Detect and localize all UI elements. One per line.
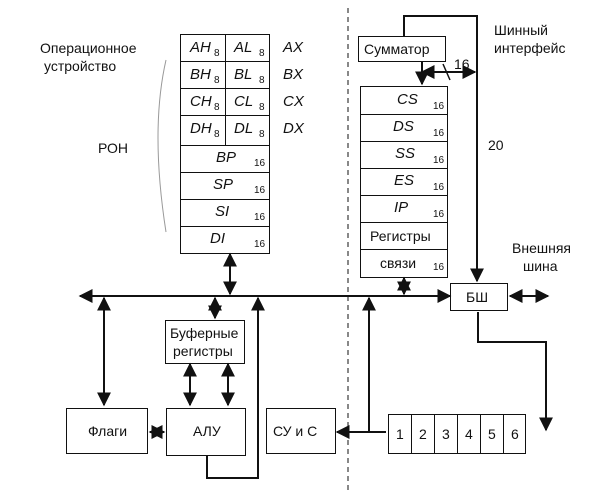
reg-bh-width: 8	[214, 75, 220, 86]
reg-ax: AX	[283, 39, 304, 56]
segment-register-file	[360, 86, 448, 278]
bus-unit-label: БШ	[466, 289, 489, 305]
reg-ip-width: 16	[433, 209, 445, 220]
buffer-registers-label-1: Буферные	[170, 325, 239, 341]
ron-brace	[157, 59, 167, 233]
buffer-registers-block	[165, 320, 245, 364]
link-registers-width: 16	[433, 262, 445, 273]
alu-block	[166, 408, 246, 456]
ron-label: РОН	[98, 140, 129, 156]
reg-ss-width: 16	[433, 155, 445, 166]
reg-sp: SP	[213, 176, 234, 193]
reg-ss: SS	[395, 145, 416, 162]
reg-bx: BX	[283, 66, 304, 83]
reg-ch-width: 8	[214, 102, 220, 113]
control-unit-block	[266, 408, 336, 454]
flags-label: Флаги	[88, 423, 128, 439]
reg-di-width: 16	[254, 239, 266, 250]
reg-ds: DS	[393, 118, 414, 135]
queue-cell-3: 3	[442, 426, 450, 442]
alu-output-loop	[206, 296, 265, 479]
reg-ah: AH	[190, 39, 211, 56]
reg-es-width: 16	[433, 182, 445, 193]
width-20-label: 20	[488, 137, 504, 153]
reg-bl-width: 8	[259, 75, 265, 86]
queue-cell-6: 6	[511, 426, 519, 442]
reg-ip: IP	[394, 199, 409, 216]
reg-bh: BH	[190, 66, 211, 83]
op-unit-label-1: Операционное	[40, 40, 137, 56]
flags-block	[66, 408, 148, 454]
reg-bp-width: 16	[254, 158, 266, 169]
reg-bl: BL	[234, 66, 253, 83]
bus-unit-block	[450, 283, 508, 311]
reg-dh-width: 8	[214, 129, 220, 140]
reg-cx: CX	[283, 93, 304, 110]
link-registers-label-1: Регистры	[370, 228, 431, 244]
reg-bp: BP	[216, 149, 237, 166]
alu-label: АЛУ	[193, 423, 221, 439]
reg-ah-width: 8	[214, 48, 220, 59]
reg-dl-width: 8	[259, 129, 265, 140]
adder-label: Сумматор	[364, 41, 430, 57]
link-registers-label-2: связи	[380, 255, 417, 271]
reg-cs-width: 16	[433, 101, 445, 112]
reg-di: DI	[210, 230, 225, 247]
address-path	[403, 15, 484, 283]
bus-unit-queue-path	[477, 312, 553, 432]
buffer-registers-label-2: регистры	[173, 343, 233, 359]
reg-cl: CL	[234, 93, 254, 110]
reg-si: SI	[215, 203, 230, 220]
adder-block	[358, 36, 446, 62]
queue-cell-4: 4	[465, 426, 473, 442]
reg-al: AL	[234, 39, 253, 56]
queue-cell-2: 2	[419, 426, 427, 442]
reg-al-width: 8	[259, 48, 265, 59]
op-unit-label-2: устройство	[44, 58, 117, 74]
reg-dl: DL	[234, 120, 254, 137]
reg-es: ES	[394, 172, 415, 189]
reg-si-width: 16	[254, 212, 266, 223]
external-bus-label-2: шина	[523, 258, 558, 274]
reg-cs: CS	[397, 91, 418, 108]
queue-cell-5: 5	[488, 426, 496, 442]
reg-ds-width: 16	[433, 128, 445, 139]
reg-cl-width: 8	[259, 102, 265, 113]
reg-ch: CH	[190, 93, 212, 110]
reg-dx: DX	[283, 120, 304, 137]
reg-sp-width: 16	[254, 185, 266, 196]
queue-cell-1: 1	[396, 426, 404, 442]
control-unit-label: СУ и С	[273, 423, 318, 439]
bus-interface-label-1: Шинный	[494, 22, 548, 38]
width-16-label: 16	[454, 56, 470, 72]
external-bus-label-1: Внешняя	[512, 240, 571, 256]
reg-dh: DH	[190, 120, 212, 137]
bus-interface-label-2: интерфейс	[494, 40, 566, 56]
